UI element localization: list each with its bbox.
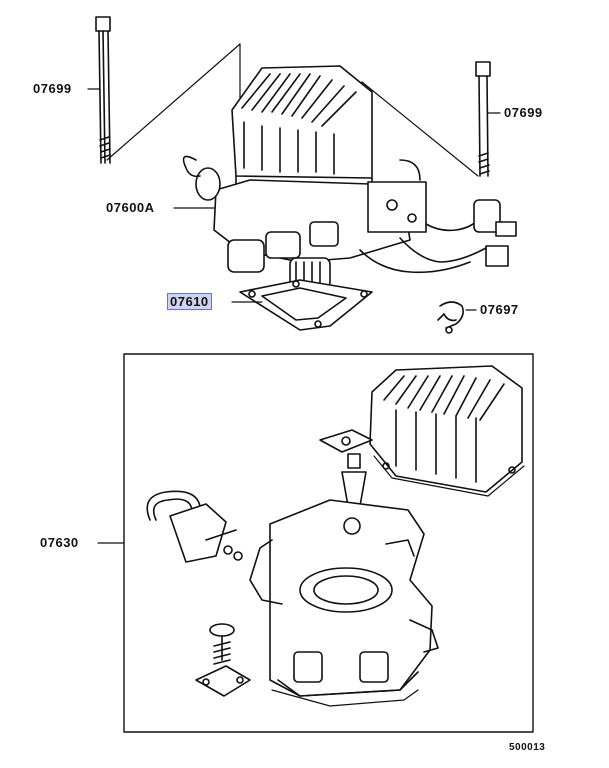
clip-07697[interactable] [437,301,464,334]
label-assembly[interactable]: 07600A [106,200,155,215]
adjusting-screw[interactable] [195,623,251,697]
cover-part[interactable] [369,365,525,497]
label-bolt-right[interactable]: 07699 [504,105,543,120]
leader-lines [87,88,501,544]
kit-box [123,353,534,733]
carburetor-assembly[interactable] [182,65,517,289]
gasket-07610[interactable] [239,279,373,331]
needle-valve[interactable] [341,453,367,519]
label-bolt-left[interactable]: 07699 [33,81,72,96]
label-clip[interactable]: 07697 [480,302,519,317]
bolt-right[interactable] [475,61,491,177]
label-kit[interactable]: 07630 [40,535,79,550]
fork-clip[interactable] [319,429,373,453]
label-gasket-highlighted[interactable]: 07610 [167,293,212,310]
hose-valve[interactable] [146,490,243,563]
carburetor-body[interactable] [249,499,439,707]
diagram-code: 500013 [509,742,546,753]
bolt-left[interactable] [95,16,111,164]
